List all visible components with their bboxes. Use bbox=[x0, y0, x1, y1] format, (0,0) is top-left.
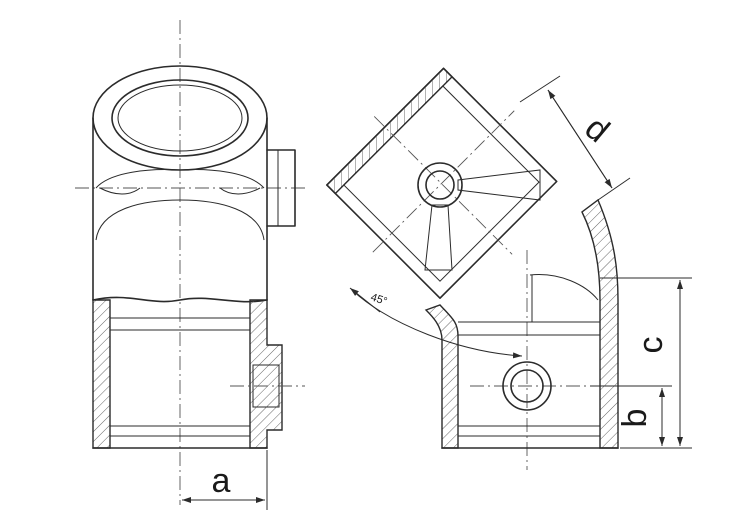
inclined-bore-outer bbox=[417, 162, 463, 208]
label-c: c bbox=[632, 337, 670, 354]
bottom-bore-inner bbox=[510, 369, 544, 403]
dimension-c: c bbox=[600, 277, 692, 449]
body-fillet-marks bbox=[99, 187, 261, 195]
section-break-line bbox=[92, 296, 268, 303]
label-b: b bbox=[616, 409, 654, 428]
top-collar-bore bbox=[117, 84, 243, 152]
right-fitting-view: 45° d c b bbox=[325, 67, 692, 470]
dimension-d: d bbox=[519, 75, 631, 201]
label-a: a bbox=[212, 462, 231, 500]
elbow-inner-wall bbox=[424, 304, 459, 449]
body-saddle-curve bbox=[95, 169, 265, 189]
body-waist-curve bbox=[95, 199, 265, 241]
dimension-a: a bbox=[182, 450, 268, 510]
angle-45-indicator: 45° bbox=[349, 287, 523, 359]
body-sides bbox=[92, 117, 268, 301]
top-collar-inner bbox=[111, 79, 249, 157]
bottom-bore-outer bbox=[502, 361, 552, 411]
dimension-b: b bbox=[590, 385, 672, 446]
left-fitting-view: a bbox=[75, 20, 305, 510]
label-angle: 45° bbox=[369, 291, 389, 308]
inclined-section bbox=[325, 67, 558, 299]
rib-fin-down bbox=[424, 204, 453, 271]
side-boss bbox=[266, 149, 296, 227]
inclined-bore-inner bbox=[425, 170, 455, 200]
rib-fin-right bbox=[457, 169, 541, 201]
left-wall-section bbox=[92, 299, 111, 449]
elbow-outer-wall bbox=[581, 198, 619, 449]
right-wall-section bbox=[249, 299, 283, 449]
